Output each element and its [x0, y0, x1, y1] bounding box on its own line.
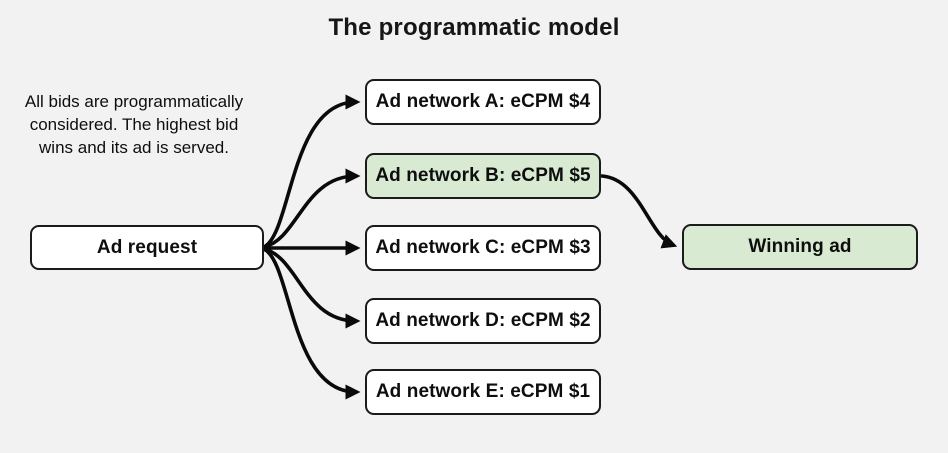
- edge-request-to-e: [262, 247, 361, 400]
- edge-b-to-winning: [600, 174, 678, 249]
- node-winning-ad: Winning ad: [682, 224, 918, 270]
- edge-request-to-d: [262, 247, 361, 329]
- node-ad-network-a: Ad network A: eCPM $4: [365, 79, 601, 125]
- edge-request-to-a: [262, 94, 361, 249]
- page-title: The programmatic model: [328, 14, 620, 41]
- node-ad-network-c: Ad network C: eCPM $3: [365, 225, 601, 271]
- description-line: wins and its ad is served.: [39, 138, 229, 157]
- edge-request-to-b: [262, 168, 361, 249]
- node-ad-network-e: Ad network E: eCPM $1: [365, 369, 601, 415]
- node-ad-request: Ad request: [30, 225, 264, 270]
- description-line: considered. The highest bid: [29, 115, 239, 134]
- description-text: All bids are programmatically considered…: [6, 90, 262, 159]
- node-ad-network-d: Ad network D: eCPM $2: [365, 298, 601, 344]
- description-line: All bids are programmatically: [24, 92, 244, 111]
- node-ad-network-b: Ad network B: eCPM $5: [365, 153, 601, 199]
